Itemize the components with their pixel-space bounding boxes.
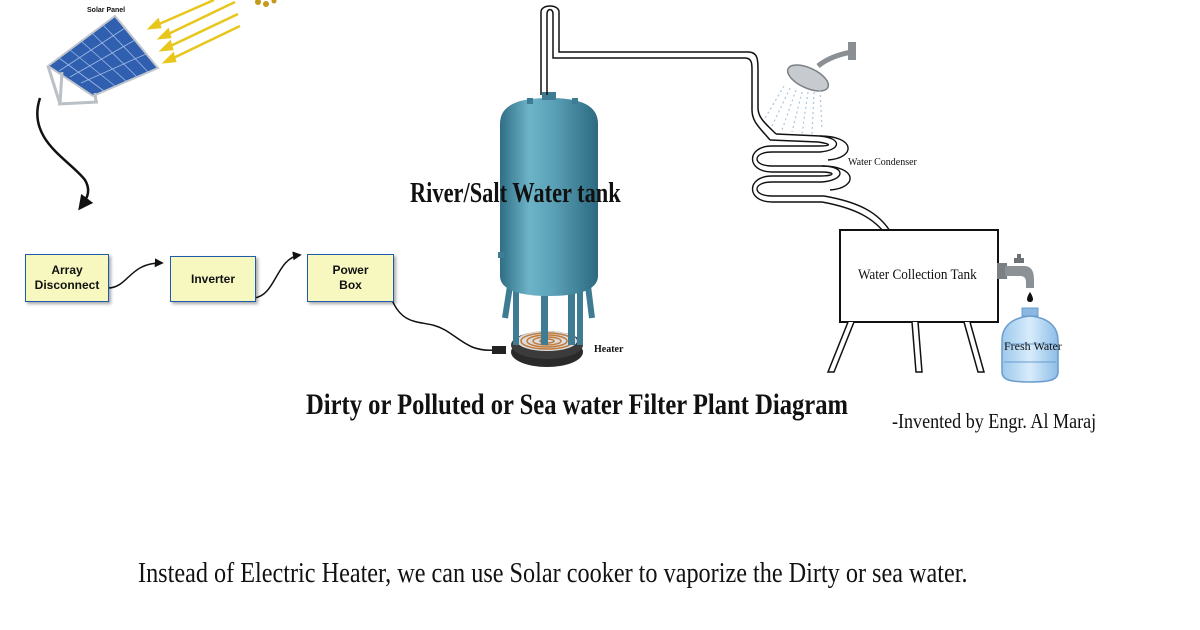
- river-tank-label: River/Salt Water tank: [410, 178, 621, 209]
- water-jug-icon: [1001, 307, 1059, 383]
- collection-tank-label: Water Collection Tank: [858, 267, 977, 283]
- inventor-credit: -Invented by Engr. Al Maraj: [892, 409, 1097, 433]
- arrow-disconnect-inverter: [107, 258, 164, 289]
- collection-tank-icon: [826, 229, 999, 373]
- sun-rays-icon: [146, 0, 277, 64]
- panel-arrow: [36, 97, 94, 211]
- faucet-icon: [997, 254, 1034, 302]
- footnote: Instead of Electric Heater, we can use S…: [138, 558, 968, 589]
- condenser-coil-icon: [752, 133, 895, 240]
- solar-panel-label: Solar Panel: [87, 7, 126, 14]
- water-condenser-label: Water Condenser: [848, 157, 917, 168]
- inverter-block: Inverter: [170, 256, 256, 302]
- power-cable: [391, 299, 496, 351]
- steam-pipe-outer: [546, 8, 771, 141]
- fresh-water-label: Fresh Water: [1004, 339, 1062, 353]
- arrow-inverter-powerbox: [253, 251, 302, 299]
- solar-panel-icon: [46, 14, 160, 106]
- steam-pipe-inner: [540, 5, 777, 135]
- power-box-line1: Power: [332, 263, 369, 277]
- heater-label: Heater: [594, 344, 624, 355]
- array-disconnect-line2: Disconnect: [34, 278, 100, 292]
- shower-head-icon: [763, 42, 856, 135]
- water-tank-icon: [498, 92, 598, 345]
- power-box-line2: Box: [339, 278, 362, 292]
- diagram-title: Dirty or Polluted or Sea water Filter Pl…: [306, 388, 849, 421]
- inverter-label: Inverter: [190, 271, 236, 286]
- array-disconnect-line1: Array: [51, 263, 83, 277]
